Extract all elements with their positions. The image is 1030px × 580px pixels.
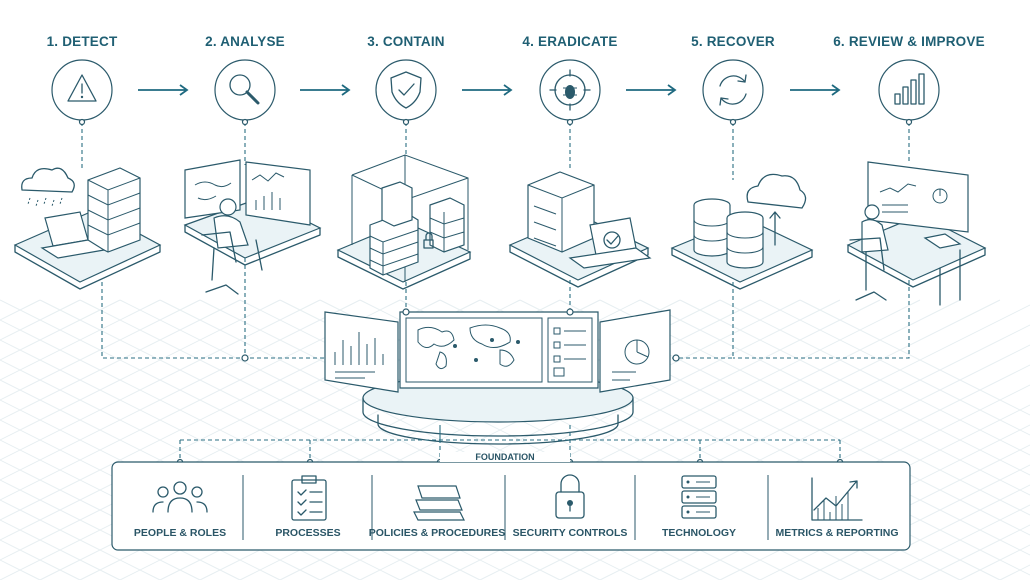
arrow-3 [462,84,513,96]
grid-line [679,299,1030,476]
step-title-contain: 3. CONTAIN [367,34,445,49]
grid-line [0,299,281,441]
pillar-label-people: PEOPLE & ROLES [133,527,227,539]
shield-check-icon [390,71,422,109]
refresh-icon [719,74,747,106]
grid-line [759,299,1030,436]
step-circle-analyse [214,59,276,121]
database-icon [693,198,764,269]
trend-chart-icon [811,477,863,521]
grid-line [0,299,201,401]
step-connectors [78,118,913,180]
arrow-5 [790,84,841,96]
central-hub [324,309,671,445]
grid-line [919,524,1030,580]
grid-line [0,299,161,381]
detect-scene [13,167,162,290]
grid-line [0,299,121,361]
step-title-detect: 1. DETECT [46,34,118,49]
arrow-2 [300,84,351,96]
analyse-scene [183,159,322,295]
step-title-review: 6. REVIEW & IMPROVE [833,34,985,49]
books-icon [413,485,465,521]
step-circle-recover [702,59,764,121]
recover-scene [670,173,814,290]
grid-line [599,299,1030,516]
grid-line [0,499,161,580]
magnifier-icon [229,74,260,105]
server-icon [681,475,717,519]
review-scene [846,161,987,306]
grid-line [0,479,201,580]
people-icon [152,481,208,513]
grid-line [719,299,1030,456]
grid-line [879,504,1030,580]
pillar-label-security: SECURITY CONTROLS [512,527,628,539]
step-arrows [138,84,841,96]
eradicate-scene [508,171,652,288]
pillar-label-processes: PROCESSES [275,527,341,539]
foundation-box [111,461,911,551]
bug-target-icon [549,69,591,111]
clipboard-icon [291,475,327,521]
step-title-recover: 5. RECOVER [691,34,775,49]
arrow-4 [626,84,677,96]
bar-chart-icon [894,73,925,105]
grid-line [0,299,41,321]
pillar-label-policies: POLICIES & PROCEDURES [368,527,506,539]
grid-line [799,299,1030,416]
step-title-eradicate: 4. ERADICATE [522,34,618,49]
warning-icon [67,74,97,102]
contain-scene [336,154,472,290]
padlock-icon [555,474,585,519]
step-title-analyse: 2. ANALYSE [205,34,285,49]
pillar-label-metrics: METRICS & REPORTING [775,527,899,539]
foundation-label: FOUNDATION [440,452,570,462]
grid-line [839,484,1030,580]
grid-line [0,519,121,580]
step-circle-contain [375,59,437,121]
pillar-label-technology: TECHNOLOGY [661,527,737,539]
grid-line [0,559,41,580]
arrow-1 [138,84,189,96]
grid-line [0,299,241,421]
step-circle-review [878,59,940,121]
